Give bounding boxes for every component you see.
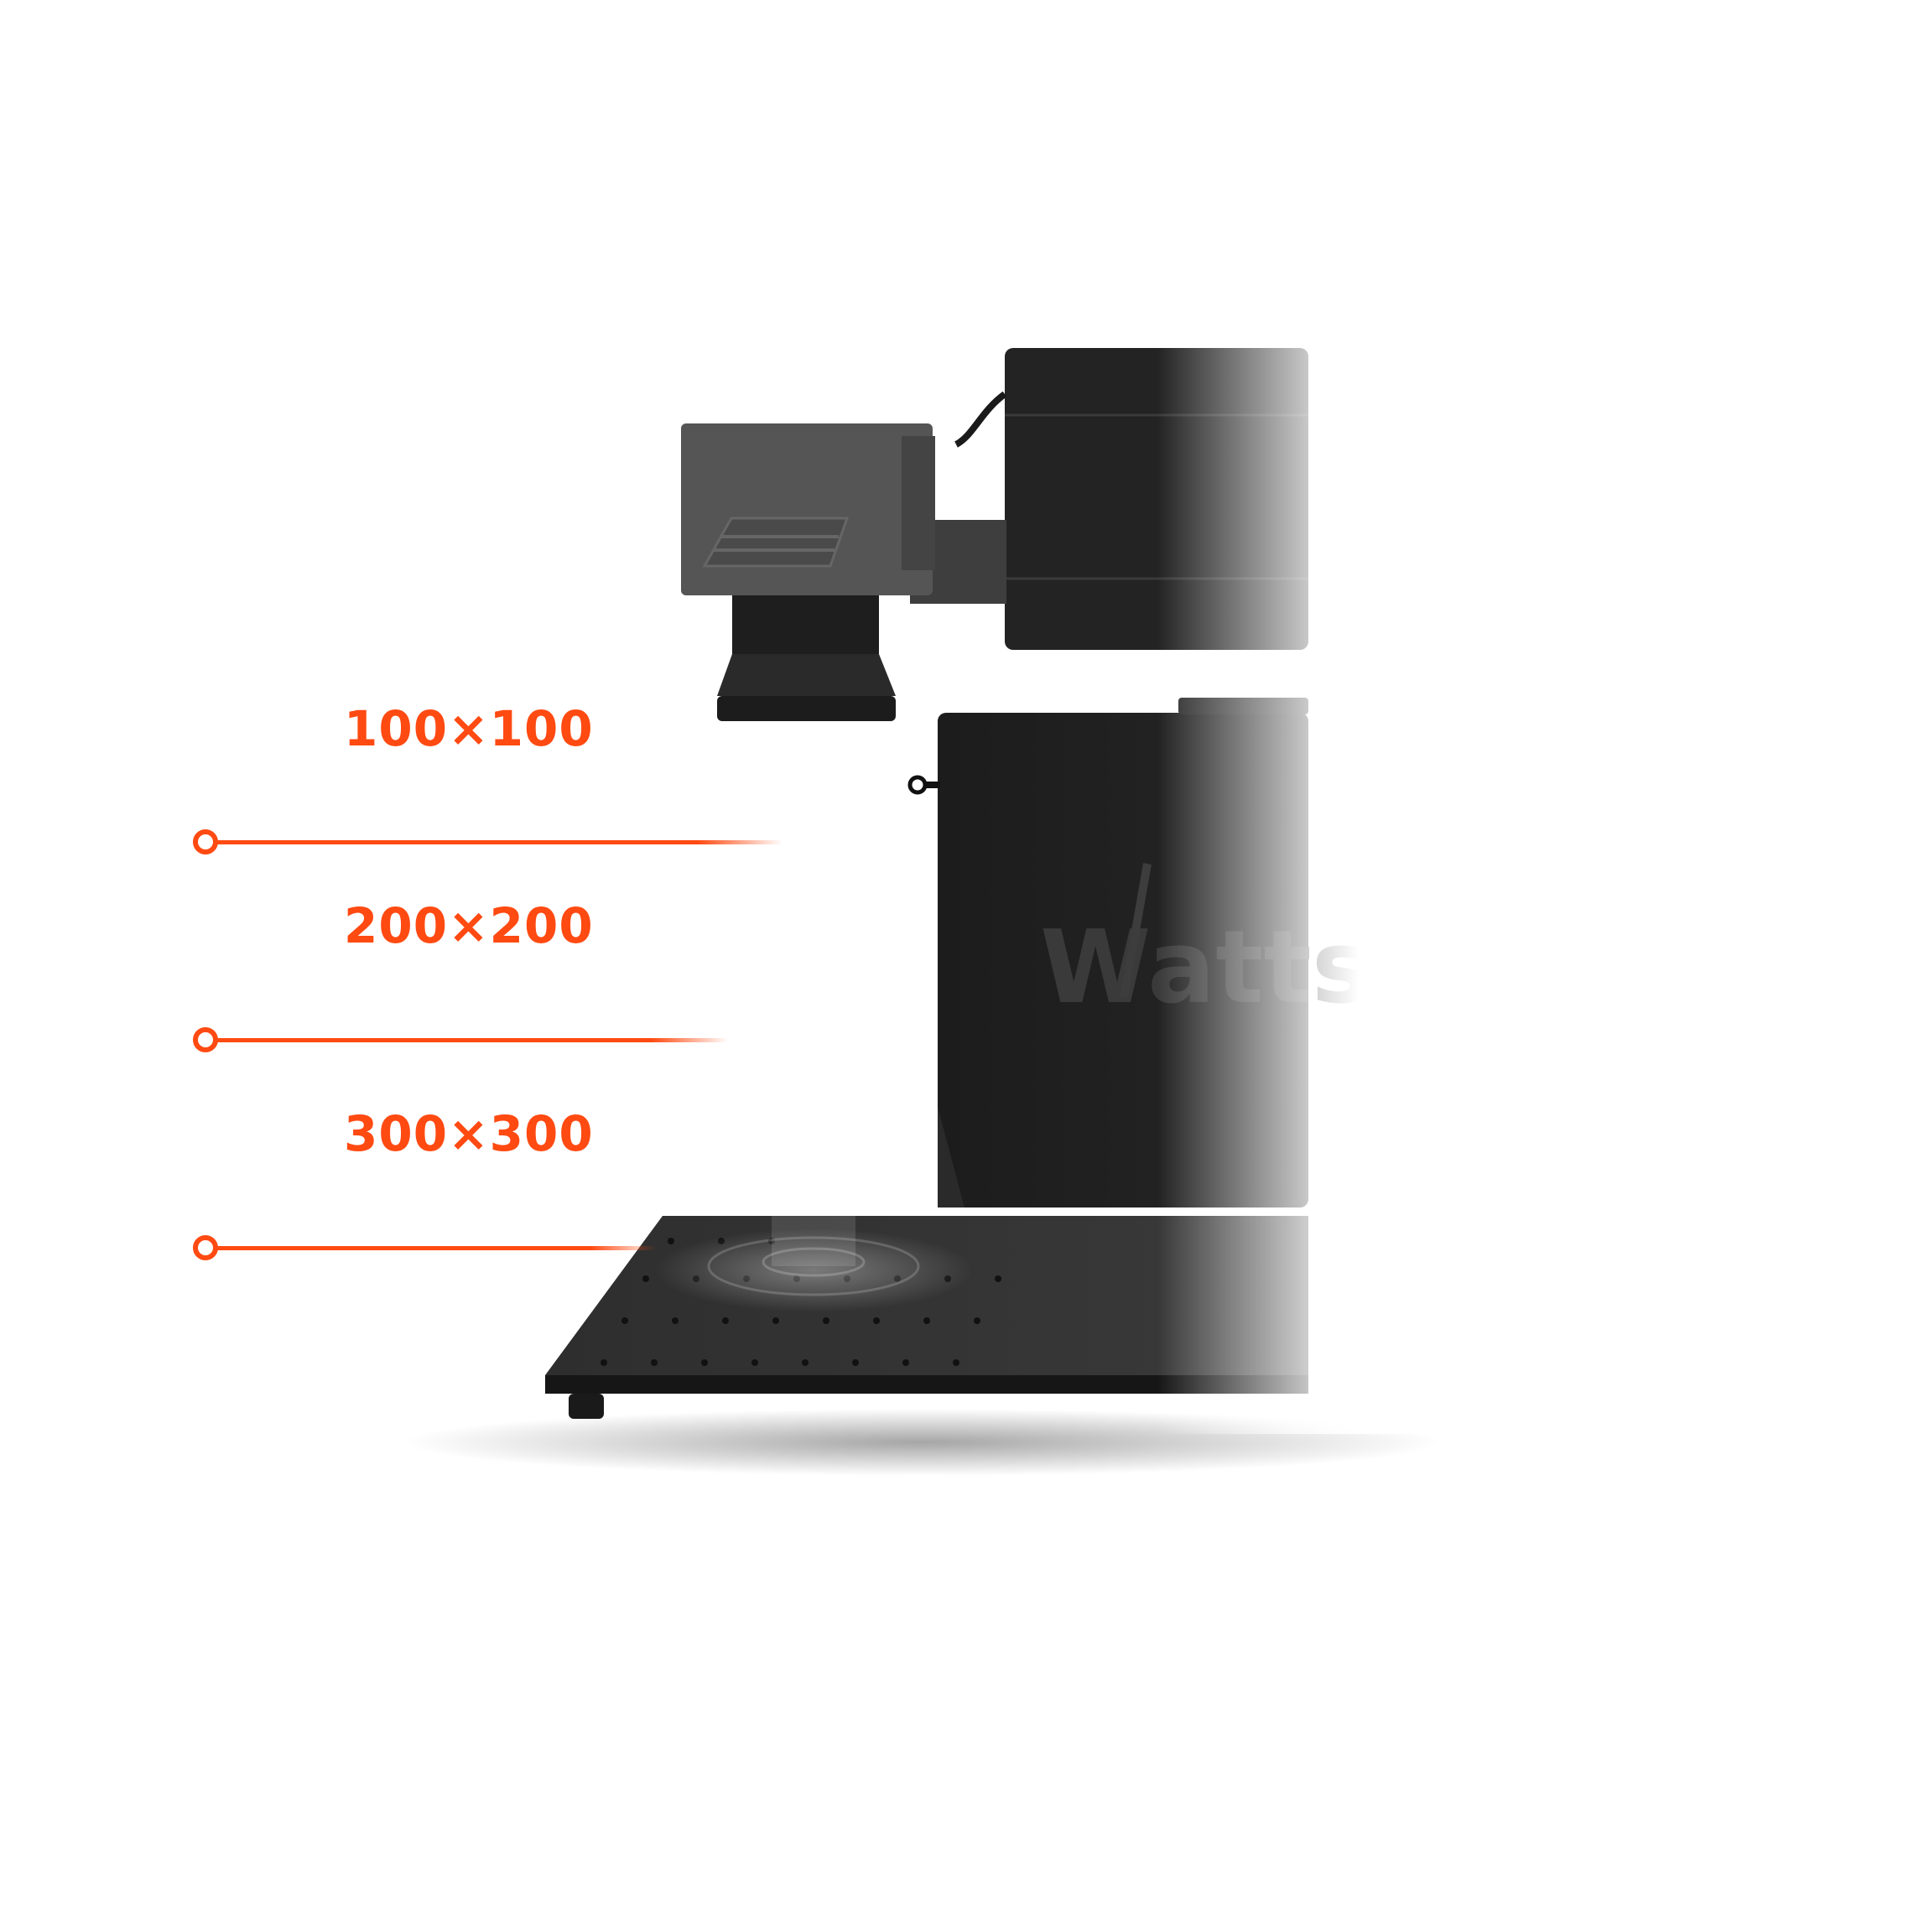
key-switch-icon <box>907 775 928 795</box>
base-plate <box>545 1166 1308 1419</box>
laser-beam <box>772 1166 855 1266</box>
cable <box>954 391 1007 448</box>
beam-spot <box>654 1228 973 1312</box>
fade-overlay <box>1157 319 1359 1434</box>
lens-icon <box>717 595 896 721</box>
field-size-label: 300×300 <box>344 1105 594 1162</box>
marker-dot-icon <box>193 829 218 854</box>
marker-line <box>216 840 783 844</box>
marker-dot-icon <box>193 1027 218 1052</box>
field-size-label: 200×200 <box>344 897 594 954</box>
field-size-label: 100×100 <box>344 700 594 757</box>
marker-line <box>216 1038 728 1042</box>
marker-dot-icon <box>193 1235 218 1260</box>
field-size-marker <box>193 1027 730 1052</box>
laser-head-icon <box>681 423 1006 604</box>
field-size-marker <box>193 829 784 854</box>
field-size-marker <box>193 1235 658 1260</box>
marker-line <box>216 1246 657 1250</box>
